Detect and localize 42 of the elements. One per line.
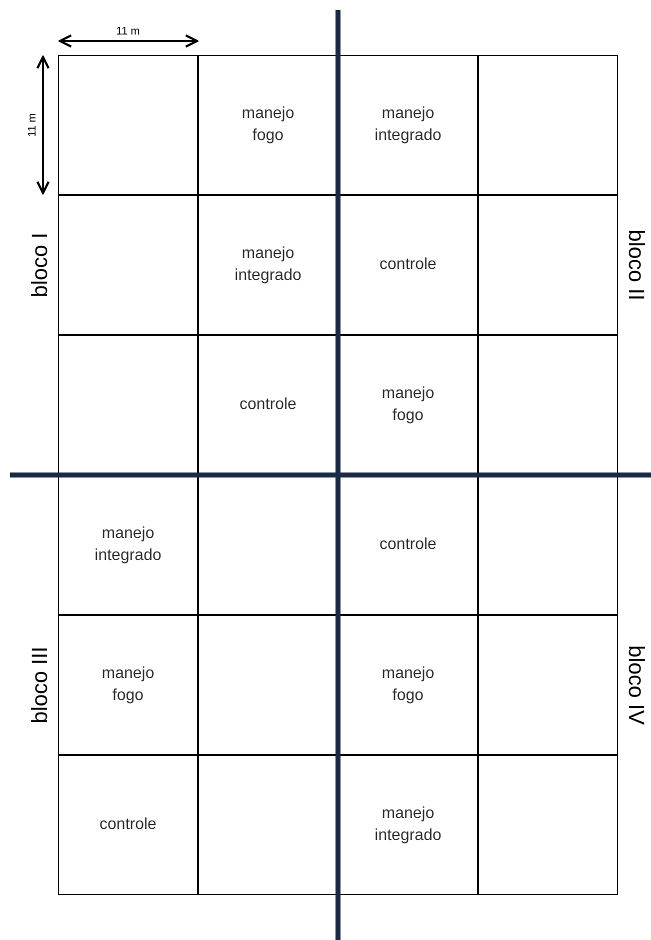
plot-cell bbox=[58, 55, 198, 195]
plot-cell bbox=[198, 55, 338, 195]
plot-cell bbox=[478, 755, 618, 895]
block-label: bloco I bbox=[29, 232, 51, 298]
plot-cell bbox=[198, 615, 338, 755]
plot-cell bbox=[478, 55, 618, 195]
block-label: bloco III bbox=[29, 646, 51, 724]
plot-cell bbox=[198, 195, 338, 335]
treatment-label: manejo integrado bbox=[234, 244, 302, 286]
plot-cell bbox=[478, 195, 618, 335]
treatment-label: manejo fogo bbox=[380, 664, 436, 706]
treatment-label: manejo fogo bbox=[240, 104, 296, 146]
dimension-label: 11 m bbox=[28, 113, 38, 137]
plot-cell bbox=[58, 615, 198, 755]
plot-cell bbox=[478, 475, 618, 615]
treatment-label: controle bbox=[378, 255, 438, 275]
plot-cell bbox=[338, 615, 478, 755]
treatment-label: manejo integrado bbox=[374, 804, 442, 846]
treatment-label: manejo fogo bbox=[380, 384, 436, 426]
plot-cell bbox=[338, 55, 478, 195]
treatment-label: manejo integrado bbox=[94, 524, 162, 566]
treatment-label: controle bbox=[238, 395, 298, 415]
dimension-label: 11 m bbox=[116, 26, 140, 38]
block-label: bloco II bbox=[625, 230, 647, 300]
plot-cell bbox=[58, 755, 198, 895]
plot-cell bbox=[58, 335, 198, 475]
plot-cell bbox=[58, 195, 198, 335]
plot-cell bbox=[198, 755, 338, 895]
plot-cell bbox=[338, 475, 478, 615]
plot-cell bbox=[198, 335, 338, 475]
plot-cell bbox=[338, 755, 478, 895]
block-label: bloco IV bbox=[625, 645, 647, 725]
plot-cell bbox=[478, 335, 618, 475]
plot-cell bbox=[58, 475, 198, 615]
treatment-label: manejo fogo bbox=[100, 664, 156, 706]
plot-cell bbox=[198, 475, 338, 615]
treatment-label: controle bbox=[378, 535, 438, 555]
plot-cell bbox=[478, 615, 618, 755]
plot-cell bbox=[338, 335, 478, 475]
treatment-label: controle bbox=[98, 815, 158, 835]
plot-cell bbox=[338, 195, 478, 335]
treatment-label: manejo integrado bbox=[374, 104, 442, 146]
